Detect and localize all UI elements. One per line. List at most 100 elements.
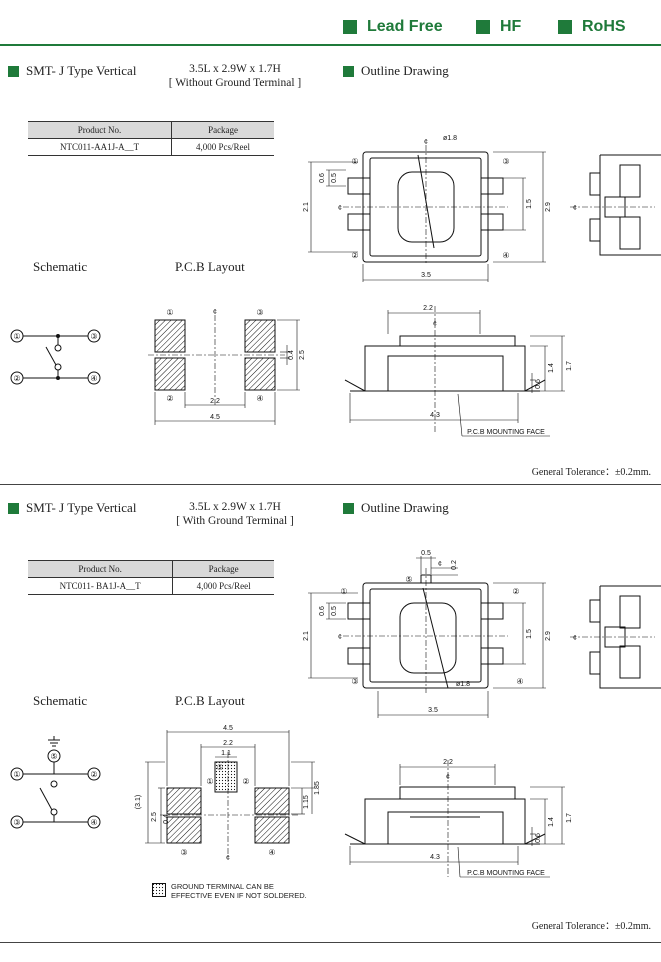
section-divider [0,942,661,943]
table-cell: 4,000 Pcs/Reel [172,577,274,595]
square-icon [343,502,354,514]
section2-front-outline: 2.2 ¢ 4.3 1.4 1.7 0.6 P.C.B MOUNTING FAC… [344,759,573,878]
dim-label: 2.2 [423,305,433,312]
dim-label: ø1.8 [456,681,470,688]
section-divider [0,484,661,485]
section1-top-outline: 3.5 2.1 0.6 0.5 1.5 2.9 ø1.8 ¢ ¢ ① ② ③ ④ [303,135,552,282]
section1-outline-title: Outline Drawing [343,63,449,79]
square-icon [8,65,19,77]
section2-outline-title: Outline Drawing [343,500,449,516]
dim-label: 2.2 [223,740,233,747]
dim-label: 0.6 [535,379,542,389]
dim-label: 3.5 [428,707,438,714]
pin-label: ③ [256,308,263,317]
table-cell: NTC011-AA1J-A__T [28,138,172,156]
dim-label: 0.6 [535,833,542,843]
pin-label: ③ [180,848,187,857]
dim-label: ¢ [438,561,442,568]
pin-label: ② [351,251,358,260]
section2-schematic-label: Schematic [33,693,88,708]
header-rule [0,44,661,46]
dim-label: 4.5 [210,414,220,421]
dim-label: ø1.8 [443,135,457,142]
table-header: Package [171,121,274,139]
pin-label: ③ [13,818,20,827]
dim-label: 0.5 [331,173,338,183]
pin-label: ① [340,587,347,596]
dim-label: ¢ [433,321,437,328]
dim-label: 4.5 [223,725,233,732]
dim-label: 2.2 [210,398,220,405]
dim-label: ¢ [424,139,428,146]
dim-label: ¢ [226,855,230,862]
dim-label: 4.3 [430,412,440,419]
table-header: Product No. [28,560,173,578]
dim-label: 1.85 [314,781,321,795]
pin-label: ② [13,374,20,383]
dim-label: (3.1) [135,795,142,809]
dim-label: ¢ [446,774,450,781]
section2-schematic: ⑤ ① ② ③ ④ [10,736,101,829]
section1-pcb-label: P.C.B Layout [175,259,245,274]
dim-label: 1.7 [566,361,573,371]
mounting-face-label: P.C.B MOUNTING FACE [467,429,545,436]
dim-label: ¢ [573,205,577,212]
pin-label: ④ [516,677,523,686]
dim-label: 0.4 [288,350,295,360]
pin-label: ① [351,157,358,166]
pin-label: ② [90,770,97,779]
lead-free-badge: Lead Free [343,18,443,36]
dim-label: 2.2 [443,759,453,766]
dim-label: 4.3 [430,854,440,861]
pin-label: ② [166,394,173,403]
section2-tolerance: General Tolerance：±0.2mm. [531,921,651,932]
pin-label: ⑤ [405,575,412,584]
section1-front-outline: 2.2 ¢ 4.3 1.4 1.7 0.6 P.C.B MOUNTING FAC… [344,305,573,437]
table-header: Package [172,560,274,578]
pin-label: ① [166,308,173,317]
dim-label: 0.5 [421,550,431,557]
dim-label: ¢ [338,205,342,212]
pin-label: ③ [502,157,509,166]
dim-label: 0.5 [331,606,338,616]
ground-terminal-swatch [152,883,166,897]
section2-pcb-label: P.C.B Layout [175,693,245,708]
dim-label: 2.1 [303,202,310,212]
pin-label: ② [512,587,519,596]
pin-label: ③ [351,677,358,686]
pin-label: ④ [268,848,275,857]
dim-label: 1.7 [566,813,573,823]
table-cell: 4,000 Pcs/Reel [171,138,274,156]
section2-title: SMT- J Type Vertical [8,500,136,516]
dim-label: 1.1 [221,750,231,757]
dim-label: 1.5 [526,199,533,209]
section1-spec: 3.5L x 2.9W x 1.7H[ Without Ground Termi… [168,63,302,89]
section1-tolerance: General Tolerance：±0.2mm. [531,467,651,478]
square-icon [343,65,354,77]
dim-label: 0.2 [451,560,458,570]
dim-label: 2.9 [545,202,552,212]
section2-spec: 3.5L x 2.9W x 1.7H[ With Ground Terminal… [176,501,294,527]
pin-label: ① [13,770,20,779]
pin-label: ④ [90,818,97,827]
dim-label: 1.15 [303,795,310,809]
dim-label: ¢ [573,635,577,642]
pin-label: ④ [90,374,97,383]
pin-label: ⑤ [50,752,57,761]
rohs-badge: RoHS [558,18,626,36]
section2-pcb-layout: 4.5 2.2 1.1 (3.1) 2.5 0.4 1.15 1.85 ① ② … [135,725,321,862]
section1-pcb-layout: 4.5 2.2 0.4 2.5 ① ③ ② ④ ¢ [148,308,306,425]
square-icon [343,20,357,34]
dim-label: 0.6 [319,173,326,183]
mounting-face-label: P.C.B MOUNTING FACE [467,870,545,877]
section1-side-outline: ¢ [570,154,661,256]
dim-label: 0.4 [163,814,170,824]
section1-title: SMT- J Type Vertical [8,63,136,79]
section2-top-outline: 3.5 2.1 0.6 0.5 1.5 2.9 0.5 0.2 ø1.8 ¢ ¢… [303,550,552,718]
dim-label: 2.5 [151,812,158,822]
square-icon [476,20,490,34]
dim-label: 2.9 [545,631,552,641]
